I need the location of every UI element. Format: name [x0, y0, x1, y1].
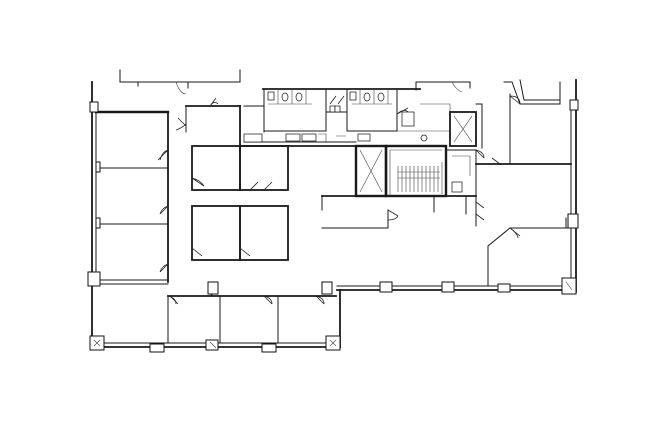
central-rooms: [191, 145, 477, 261]
south-offices: [167, 289, 337, 344]
north-edge: [119, 69, 561, 105]
restrooms: [243, 88, 451, 143]
north-rooms: [185, 97, 357, 147]
west-offices: [95, 111, 187, 285]
east-wing: [475, 93, 572, 287]
core: [354, 103, 485, 198]
exterior-walls: [91, 79, 577, 349]
columns: [87, 99, 579, 353]
column-marks: [93, 281, 573, 349]
